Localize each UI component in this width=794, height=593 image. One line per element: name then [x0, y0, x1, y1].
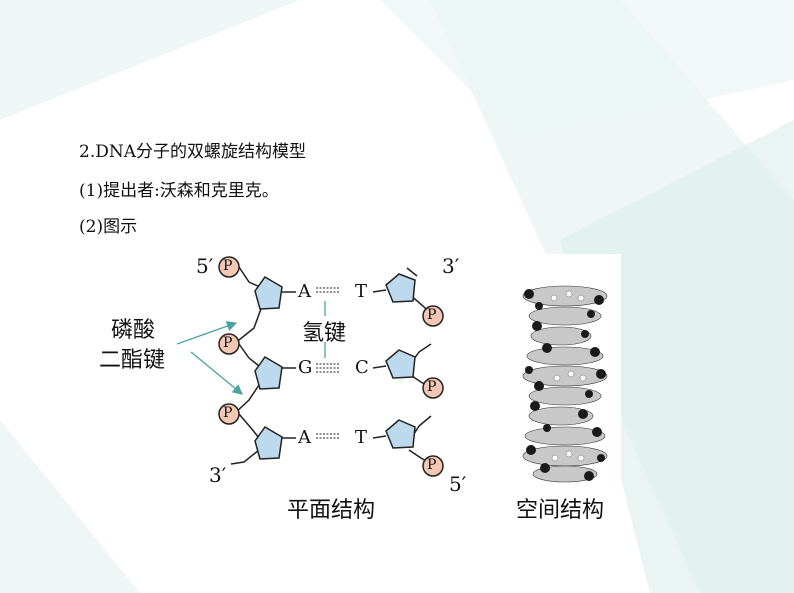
base-right-2: C [355, 357, 369, 378]
base-left-2: G [298, 357, 313, 378]
double-helix-illustration [522, 285, 608, 483]
sugar-right-2 [385, 349, 416, 379]
label-3prime-bottom-left: 3′ [209, 463, 227, 487]
phosphate-right-3 [422, 455, 444, 477]
phosphate-left-1 [218, 256, 240, 278]
caption-planar-structure: 平面结构 [287, 498, 376, 523]
left-backbone [230, 266, 263, 465]
label-phosphodiester-line2: 二酯键 [99, 348, 166, 373]
slide-heading: 2.DNA分子的双螺旋结构模型 [79, 142, 307, 162]
dna-figure: 5′ 3′ 3′ 5′ P P P P P P A G A T C T 磷酸 二… [99, 254, 621, 523]
hydrogen-bond-lines [316, 287, 339, 439]
base-right-3: T [355, 427, 368, 448]
phosphate-label: P [223, 335, 233, 351]
base-left-1: A [298, 281, 311, 302]
phosphate-label: P [223, 258, 233, 274]
phosphate-left-2 [218, 333, 240, 355]
phosphate-left-3 [218, 403, 240, 425]
sugar-left-2 [254, 356, 283, 390]
label-5prime-top-left: 5′ [196, 254, 214, 278]
phosphate-label: P [427, 307, 437, 323]
label-5prime-bottom-right: 5′ [449, 472, 467, 496]
slide-item-1: (1)提出者:沃森和克里克。 [79, 181, 279, 201]
label-3prime-top-right: 3′ [442, 254, 460, 278]
slide-item-2: (2)图示 [79, 217, 138, 237]
sugar-right-1 [385, 273, 416, 303]
phosphate-label: P [223, 405, 233, 421]
caption-spatial-structure: 空间结构 [516, 498, 605, 523]
sugar-left-3 [254, 426, 283, 460]
dna-diagram-graphics [176, 256, 608, 483]
sugar-right-3 [385, 419, 416, 449]
base-right-1: T [355, 281, 368, 302]
phosphate-label: P [427, 457, 437, 473]
sugar-left-1 [254, 276, 283, 310]
phosphate-right-2 [422, 377, 444, 399]
base-left-3: A [298, 427, 311, 448]
phosphate-right-1 [422, 305, 444, 327]
label-hydrogen-bond: 氢键 [302, 321, 347, 346]
phosphate-label: P [427, 379, 437, 395]
phosphodiester-arrows [176, 321, 244, 395]
label-phosphodiester-line1: 磷酸 [111, 318, 156, 343]
